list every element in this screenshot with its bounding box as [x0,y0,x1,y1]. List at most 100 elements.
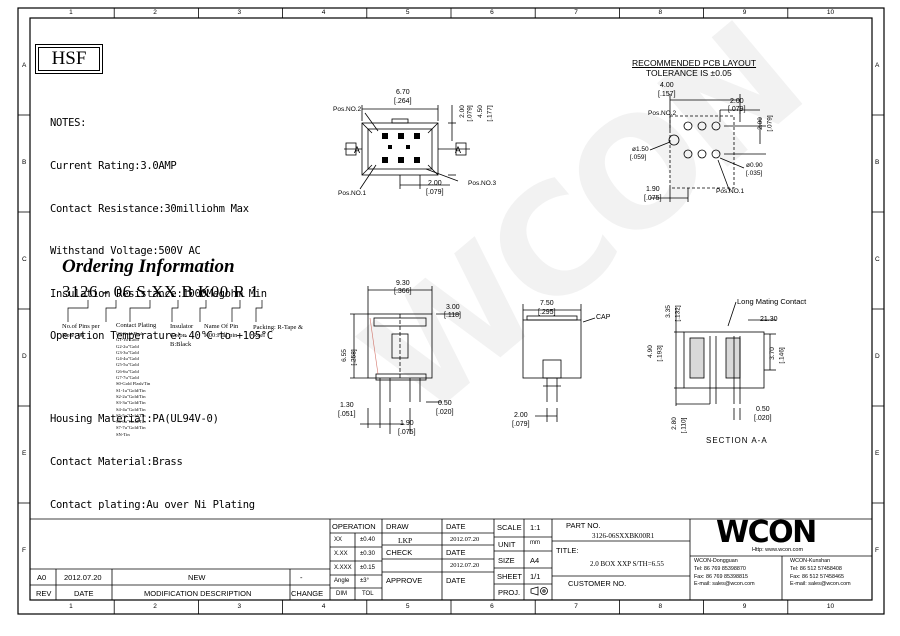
ordering-leaders [67,300,263,322]
grid-row-letter: C [22,255,27,263]
notes-line: Current Rating:3.0AMP [50,160,177,173]
tol-row-key: XX [334,537,343,543]
grid-column-number: 9 [742,603,747,610]
front-dim: 1.90 [400,420,414,427]
pcb-layout-drawing [649,94,766,202]
pcb-dim: ø1.50 [632,146,649,153]
office-email: E-mail: sales@wcon.com [790,581,851,588]
side-dim: 2.00 [514,412,528,419]
date-label: DATE [446,522,466,531]
office-fax: Fax: 86 512 57458465 [790,573,844,580]
office-tel: Tel: 86 769 85398870 [694,565,746,572]
office-dongguan: WCON-Dongguan Tel: 86 769 85398870 Fax: … [694,558,755,589]
pcb-dim: [.035] [746,170,763,177]
grid-column-number: 1 [69,9,73,16]
order-label-insulator: Insulator Color: B:Black [170,323,194,348]
pcb-dim: 1.90 [646,186,660,193]
front-dim: 3.00 [446,304,460,311]
operation-label: OPERATION [332,522,376,531]
grid-row-letter: A [22,61,27,69]
tol-row-key: X.XXX [334,565,352,571]
grid-row-letter: E [22,449,27,457]
grid-column-number: 5 [405,9,410,16]
pcb-label-pos2: Pos.NO.2 [648,110,677,117]
top-view-label-pos3: Pos.NO.3 [468,180,497,187]
pcb-dim: 2.00 [730,98,744,105]
grid-column-number: 2 [153,9,157,16]
notes-line: Housing Material:PA(UL94V-0) [50,413,219,426]
top-view-label-pos2: Pos.NO.2 [333,106,362,113]
rev-header-rev: REV [36,589,52,598]
grid-column-number: 6 [490,9,494,16]
size-label: SIZE [498,556,515,565]
front-dim: 1.30 [340,402,354,409]
plating-option: S2-2u"Gold/Tin [116,393,146,399]
top-view-section-a-right: A [455,145,462,155]
scale-value: 1:1 [530,523,541,532]
notes-line: Contact Resistance:30milliohm Max [50,202,249,215]
tol-row-value: ±3° [360,578,370,584]
grid-row-letter: D [875,352,880,360]
pcb-dim: [.079] [728,106,746,113]
plating-option: S0-Gold Flash/Tin [116,381,151,387]
section-title: Long Mating Contact [737,297,807,306]
order-label-packing: Packing: R-Tape & Reel [253,324,304,339]
section-dim: 21.30 [760,316,778,323]
notes-line: Withstand Voltage:500V AC [50,245,201,258]
date-label: DATE [446,548,466,557]
office-email: E-mail: sales@wcon.com [694,581,755,588]
plating-option: S1-1u"Gold/Tin [116,387,146,393]
company-website: Http: www.wcon.com [752,547,804,553]
section-dim: 0.50 [756,406,770,413]
front-dim: [.020] [436,409,454,416]
sheet-value: 1/1 [530,572,541,581]
date-label: DATE [446,576,466,585]
plating-option: G7-7u"Gold [116,375,139,381]
grid-column-number: 9 [742,9,747,16]
rev-value: A0 [37,573,47,582]
front-dim: [.051] [338,411,356,418]
plating-option: G5-5u"Gold [116,362,139,368]
top-view-dim: [.079] [426,189,444,196]
plating-option: S3-3u"Gold/Tin [116,400,146,406]
date-value: 2012.07.20 [450,536,480,543]
sheet-label: SHEET [497,572,523,581]
tol-label: TOL [362,591,374,597]
ordering-title: Ordering Information [62,256,235,277]
grid-row-letter: B [22,158,27,166]
tol-row-value: ±0.15 [360,565,375,571]
tol-row-value: ±0.40 [360,537,375,543]
office-kunshan: WCON-Kunshan Tel: 86 512 57458408 Fax: 8… [790,558,851,589]
grid-column-number: 5 [405,603,410,610]
projection-icon [530,586,548,596]
company-logo: WCON [716,515,817,550]
grid-row-letter: F [875,546,879,554]
grid-column-number: 10 [826,603,835,610]
pcb-dim: [.075] [644,195,662,202]
notes-line: Insulation Resistance:1000Megohm Min [50,287,267,300]
grid-column-number: 10 [826,9,835,16]
draw-label: DRAW [386,522,409,531]
plating-option: G2-2u"Gold [116,343,139,349]
office-name: WCON-Dongguan [694,558,738,564]
side-cap-label: CAP [596,314,611,321]
grid-column-number: 6 [490,603,494,610]
grid-column-number: 4 [321,9,326,16]
hsf-badge-inner: HSF [38,47,100,71]
office-name: WCON-Kunshan [790,558,831,564]
rev-desc: NEW [188,573,206,582]
grid-row-letter: D [22,352,27,360]
notes-line: Contact plating:Au over Ni Plating [50,498,255,511]
section-dim: [.020] [754,415,772,422]
rev-change: - [300,573,303,582]
tol-row-key: X.XX [334,551,348,557]
notes-line: Contact Material:Brass [50,456,183,469]
rev-date: 2012.07.20 [64,573,102,582]
front-dim: 9.30 [396,280,410,287]
approve-label: APPROVE [386,576,423,585]
title-value: 2.0 BOX XXP S/TH=6.55 [590,560,664,568]
pcb-layout-title: RECOMMENDED PCB LAYOUT [632,58,757,68]
top-view-drawing [344,105,470,190]
